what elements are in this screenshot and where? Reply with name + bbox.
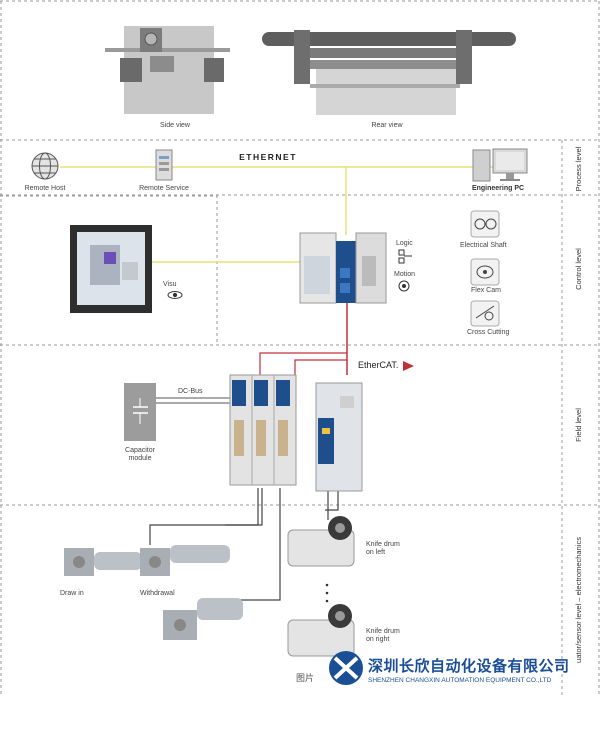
- system-diagram: [0, 0, 600, 696]
- knife-drum-right-line2: on right: [366, 636, 390, 643]
- field-level-label: Field level: [574, 408, 583, 442]
- side-view-label: Side view: [160, 122, 190, 129]
- gear-motor-draw-in: [64, 548, 142, 576]
- knife-dots: [325, 583, 329, 603]
- logic-icon: [398, 249, 412, 264]
- cross-cutting-label: Cross Cutting: [467, 329, 510, 336]
- watermark-company-cn: 深圳长欣自动化设备有限公司: [368, 658, 570, 675]
- motion-icon: [398, 280, 410, 292]
- dcbus-lines: [155, 397, 232, 404]
- ethercat-arrow-icon: [403, 361, 414, 371]
- motion-controller: [299, 232, 387, 304]
- control-level-label: Control level: [574, 248, 583, 290]
- capacitor-module: [124, 383, 156, 441]
- controller-drive: [315, 382, 363, 492]
- computer-icon: [472, 148, 528, 182]
- side-view-machine: [105, 26, 230, 114]
- knife-drum-right-motor: [287, 604, 355, 657]
- remote-host-label: Remote Host: [24, 185, 66, 192]
- gear-motor-third: [163, 598, 243, 640]
- knife-drum-left-line2: on left: [366, 549, 386, 556]
- motion-label: Motion: [394, 271, 416, 278]
- logic-label: Logic: [396, 240, 413, 247]
- watermark-company-en: SHENZHEN CHANGXIN AUTOMATION EQUIPMENT C…: [368, 677, 552, 684]
- electrical-shaft-icon: [470, 210, 500, 238]
- gear-motor-withdrawal: [140, 545, 230, 576]
- knife-drum-left-motor: [287, 516, 355, 567]
- eye-icon: [167, 291, 183, 299]
- process-level-label: Process level: [574, 146, 583, 192]
- power-links: [259, 352, 347, 378]
- ethernet-label: ETHERNET: [239, 152, 297, 162]
- servo-drives: [229, 374, 297, 486]
- engineering-pc-label: Engineering PC: [471, 185, 525, 192]
- cross-cutting-icon: [470, 300, 500, 327]
- dcbus-label: DC-Bus: [178, 388, 203, 395]
- rear-view-label: Rear view: [371, 122, 403, 129]
- remote-service-label: Remote Service: [139, 185, 189, 192]
- rear-view-machine: [262, 30, 516, 115]
- withdrawal-label: Withdrawal: [140, 590, 175, 597]
- network-switch-icon: [155, 149, 173, 181]
- level-separators: [0, 0, 600, 696]
- ethernet-lines: [60, 166, 495, 263]
- draw-in-label: Draw in: [60, 590, 84, 597]
- hmi-panel: [70, 225, 152, 313]
- visu-label: Visu: [163, 281, 177, 288]
- knife-drum-left-line1: Knife drum: [366, 541, 400, 548]
- company-logo: [329, 651, 363, 685]
- ethercat-label: EtherCAT.: [358, 360, 399, 370]
- flex-cam-icon: [470, 258, 500, 286]
- capacitor-label-line2: module: [128, 455, 152, 462]
- knife-drum-right-line1: Knife drum: [366, 628, 400, 635]
- actuator-level-label: uator/sensor level – electromechanics: [574, 537, 583, 663]
- motor-cables: [149, 488, 339, 601]
- watermark-photo-prefix: 图片: [296, 673, 315, 683]
- globe-icon: [31, 152, 59, 180]
- electrical-shaft-label: Electrical Shaft: [460, 242, 507, 249]
- capacitor-label-line1: Capacitor: [125, 447, 155, 454]
- flex-cam-label: Flex Cam: [471, 287, 501, 294]
